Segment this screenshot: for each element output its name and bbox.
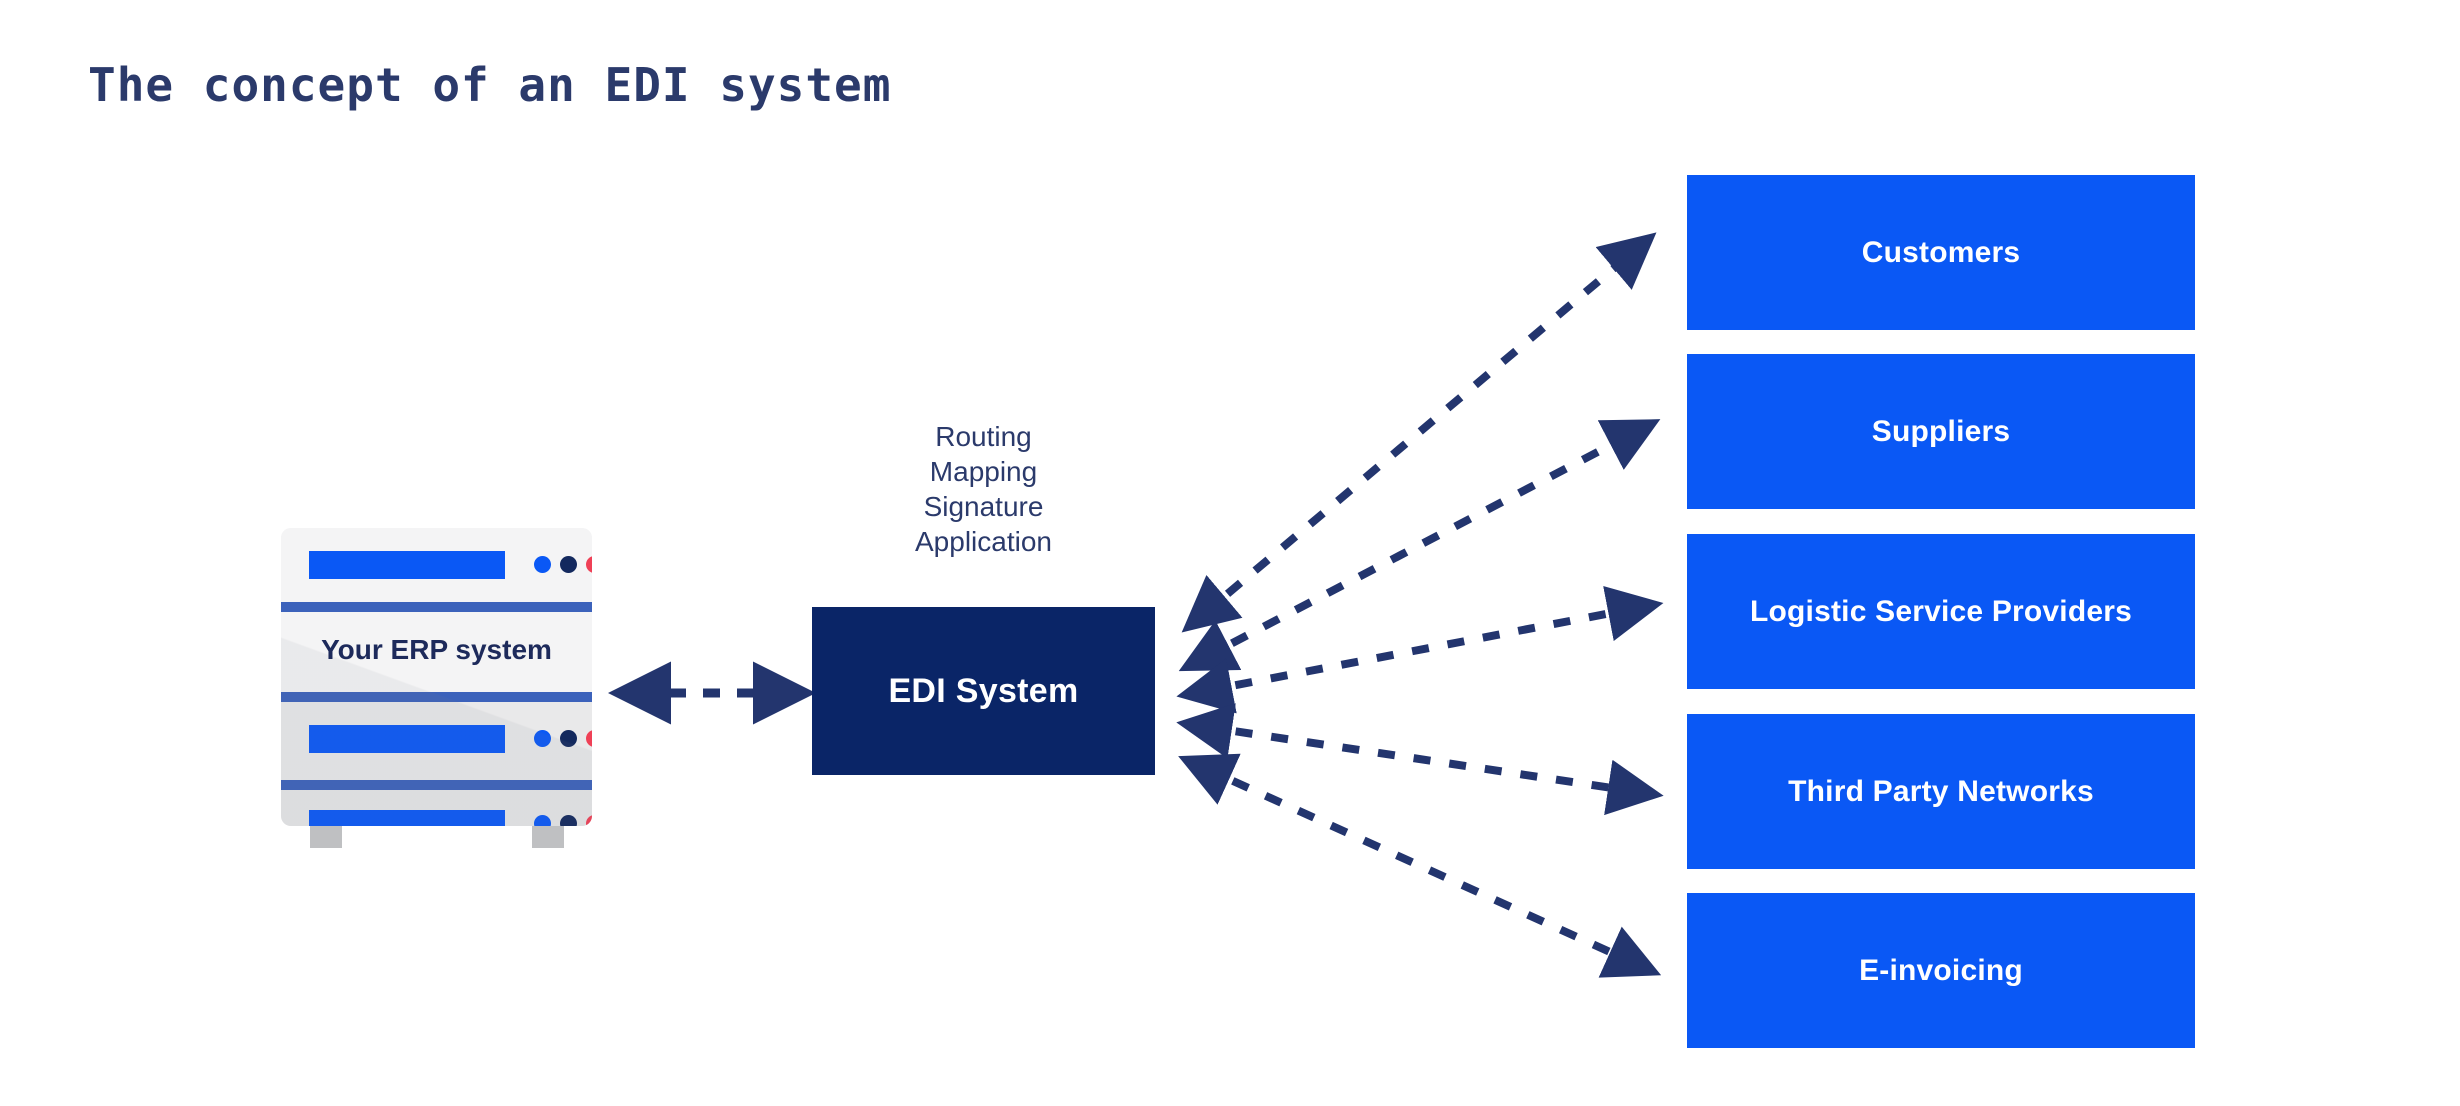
server-rack-unit-label (281, 612, 592, 692)
partner-box-customers[interactable]: Customers (1687, 175, 2195, 330)
server-rack-unit (281, 790, 592, 826)
partner-box-e-invoicing[interactable]: E-invoicing (1687, 893, 2195, 1048)
edi-functions-list: Routing Mapping Signature Application (812, 419, 1155, 559)
partner-label: Suppliers (1871, 414, 2011, 448)
server-status-dot-navy (560, 815, 577, 826)
connector-edi-to-third-party-networks (1176, 703, 1664, 816)
connector-edi-to-e-invoicing (1178, 753, 1662, 978)
server-separator (281, 692, 592, 709)
edi-function-routing: Routing (935, 421, 1032, 452)
server-led-bar (309, 551, 505, 579)
partner-box-third-party-networks[interactable]: Third Party Networks (1687, 714, 2195, 869)
erp-system-label: Your ERP system (321, 634, 552, 665)
server-status-dot-blue (534, 730, 551, 747)
edi-system-box[interactable]: EDI System (812, 607, 1155, 775)
server-status-dot-navy (560, 556, 577, 573)
partner-label: Logistic Service Providers (1749, 594, 2133, 628)
partner-label: Third Party Networks (1788, 774, 2094, 808)
server-separator (281, 602, 592, 619)
server-separator (281, 780, 592, 797)
server-status-dot-blue (534, 556, 551, 573)
page-title: The concept of an EDI system (88, 58, 892, 112)
server-chassis: Your ERP system (281, 528, 592, 826)
partner-label: E-invoicing (1859, 953, 2023, 987)
connector-edi-to-customers (1181, 232, 1657, 633)
server-status-dot-red (586, 815, 592, 826)
server-rack-unit (281, 528, 592, 602)
server-status-dot-red (586, 556, 592, 573)
edi-function-application: Application (915, 526, 1052, 557)
server-status-dot-navy (560, 730, 577, 747)
server-status-dot-blue (534, 815, 551, 826)
server-status-dot-red (586, 730, 592, 747)
erp-server-illustration: Your ERP system (281, 528, 592, 848)
partner-box-suppliers[interactable]: Suppliers (1687, 354, 2195, 509)
edi-function-signature: Signature (923, 491, 1044, 522)
edi-function-mapping: Mapping (929, 456, 1038, 487)
server-rack-unit (281, 702, 592, 780)
connector-edi-to-suppliers (1178, 419, 1661, 672)
server-foot (310, 826, 342, 848)
partner-box-logistic-service-providers[interactable]: Logistic Service Providers (1687, 534, 2195, 689)
connector-edi-to-logistic-service-providers (1176, 586, 1664, 714)
server-foot (532, 826, 564, 848)
partner-label: Customers (1861, 235, 2021, 269)
edi-system-label: EDI System (888, 671, 1079, 710)
server-led-bar (309, 725, 505, 753)
server-led-bar (309, 810, 505, 826)
